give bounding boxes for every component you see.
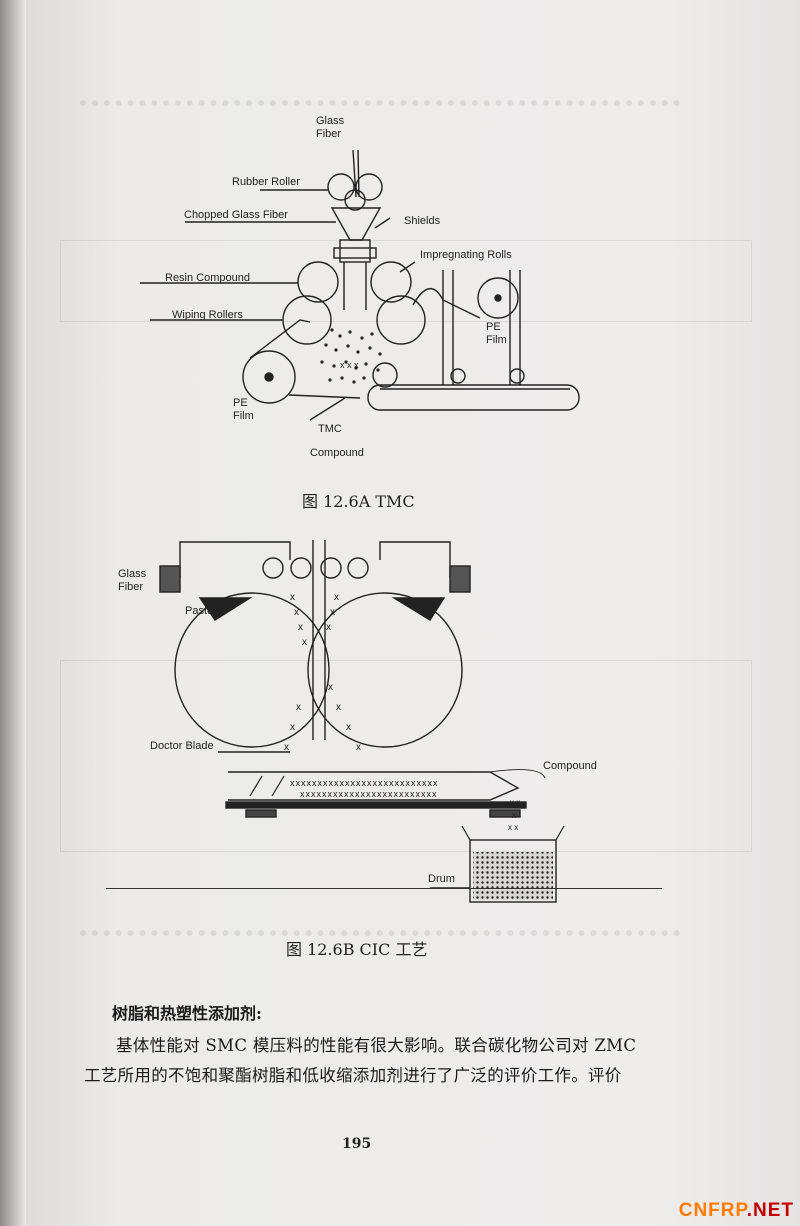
rubber-roller-right: [355, 173, 383, 201]
paste-wedge-right: [391, 597, 446, 621]
paragraph-line-1: 基体性能对 SMC 模压料的性能有很大影响。联合碳化物公司对 ZMC: [116, 1036, 637, 1055]
watermark-suffix: .NET: [746, 1200, 794, 1221]
label-impregnating-rolls: Impregnating Rolls: [420, 249, 512, 261]
svg-text:x: x: [334, 592, 339, 603]
svg-text:x x: x x: [508, 823, 518, 832]
page-number: 195: [342, 1136, 372, 1152]
figure-divider-rule: [106, 888, 662, 889]
pe-film-roll-right: [477, 277, 519, 319]
label-b-glass-fiber-line2: Fiber: [118, 581, 143, 593]
pe-film-roll-left: [242, 350, 296, 404]
svg-text:x: x: [330, 607, 335, 618]
conveyor-trough-b: [228, 771, 520, 801]
cnfrp-watermark-logo: CNFRP.NET: [654, 1200, 794, 1222]
label-a-pe-film-right-line1: PE: [486, 321, 501, 333]
large-roller-left: [174, 592, 330, 748]
svg-text:x x x: x x x: [340, 360, 359, 370]
paragraph-line-2: 工艺所用的不饱和聚酯树脂和低收缩添加剂进行了广泛的评价工作。评价: [84, 1066, 622, 1085]
svg-text:x: x: [290, 592, 295, 603]
label-a-glass-fiber-line1: Glass: [316, 115, 345, 127]
svg-text:x: x: [326, 622, 331, 633]
label-resin-compound: Resin Compound: [165, 272, 250, 284]
label-a-pe-film-left-line1: PE: [233, 397, 248, 409]
label-a-pe-film-left-line2: Film: [233, 410, 254, 422]
label-tmc-line1: TMC: [318, 423, 342, 435]
label-tmc-line2: Compound: [310, 447, 364, 459]
label-shields: Shields: [404, 215, 441, 227]
figure-12-6a-caption: 图 12.6A TMC: [302, 492, 415, 511]
svg-text:xxxxxxxxxxxxxxxxxxxxxxxxx: xxxxxxxxxxxxxxxxxxxxxxxxx: [300, 789, 438, 799]
large-roller-right: [307, 592, 463, 748]
svg-text:x: x: [356, 742, 361, 753]
book-spine-shadow: [0, 0, 26, 1226]
drum-container: [469, 839, 557, 903]
svg-text:xxxxxxxxxxxxxxxxxxxxxxxxxxx: xxxxxxxxxxxxxxxxxxxxxxxxxxx: [290, 778, 439, 788]
label-compound: Compound: [543, 760, 597, 772]
svg-text:x: x: [302, 637, 307, 648]
label-drum: Drum: [428, 873, 455, 885]
svg-text:x: x: [298, 622, 303, 633]
chopper-hopper: [330, 207, 382, 241]
figure-12-6b-caption: 图 12.6B CIC 工艺: [286, 940, 428, 959]
label-wiping-rollers: Wiping Rollers: [172, 309, 243, 321]
impregnating-roll-left: [297, 261, 339, 303]
impregnating-roll-right: [370, 261, 412, 303]
label-paste: Paste: [185, 605, 213, 617]
svg-text:x: x: [328, 682, 333, 693]
svg-text:x: x: [284, 742, 289, 753]
svg-text:x: x: [512, 811, 516, 820]
book-page: [26, 0, 800, 1226]
label-a-pe-film-right-line2: Film: [486, 334, 507, 346]
section-heading: 树脂和热塑性添加剂:: [112, 1004, 262, 1023]
watermark-brand: CNFRP: [678, 1200, 747, 1221]
svg-text:x: x: [346, 722, 351, 733]
label-rubber-roller: Rubber Roller: [232, 176, 300, 188]
svg-text:x: x: [290, 722, 295, 733]
label-b-glass-fiber-line1: Glass: [118, 568, 147, 580]
label-a-glass-fiber-line2: Fiber: [316, 128, 341, 140]
label-chopped-glass-fiber: Chopped Glass Fiber: [184, 209, 288, 221]
svg-text:x: x: [296, 702, 301, 713]
tmc-compound-pile: [320, 328, 382, 384]
rubber-roller-left: [327, 173, 355, 201]
figure-12-6b-diagram: x x x x x x x x x x x x x x xxxxxxxxxxxx…: [159, 540, 565, 903]
svg-text:x: x: [336, 702, 341, 713]
figure-12-6a-diagram: x x x: [140, 149, 580, 421]
conveyor-belt-a: [367, 384, 580, 411]
label-doctor-blade: Doctor Blade: [150, 740, 214, 752]
svg-text:x x: x x: [510, 798, 520, 807]
svg-text:x: x: [294, 607, 299, 618]
